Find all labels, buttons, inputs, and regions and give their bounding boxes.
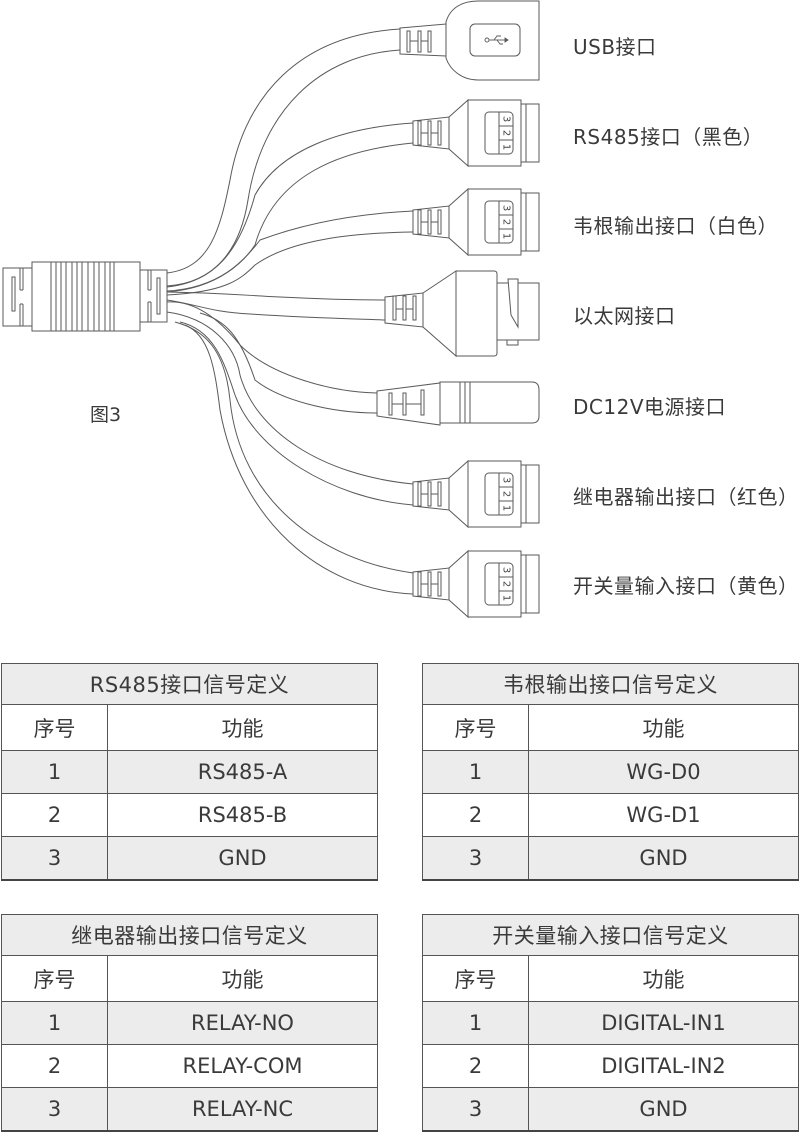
- port-label-usb: USB接口: [573, 35, 657, 59]
- pin-number: 1: [1, 750, 108, 794]
- pin-function: DIGITAL-IN1: [528, 1001, 799, 1045]
- pin-number: 1: [422, 750, 529, 794]
- table-row: 3 RELAY-NC: [1, 1087, 378, 1132]
- table-row: 2 RELAY-COM: [1, 1044, 378, 1088]
- port-label-relay: 继电器输出接口（红色）: [573, 485, 799, 509]
- table-row: 3 GND: [422, 836, 799, 881]
- pin-number: 1: [1, 1001, 108, 1045]
- table-row: 1 RS485-A: [1, 750, 378, 794]
- column-header-function: 功能: [107, 955, 378, 1002]
- pin-number-label: 1: [501, 144, 512, 150]
- table-row: 3 GND: [1, 836, 378, 881]
- pin-number-label: 3: [501, 477, 512, 483]
- cable-ethernet: [166, 291, 386, 321]
- pin-function: RELAY-NO: [107, 1001, 378, 1045]
- table-row: 2 RS485-B: [1, 793, 378, 837]
- table-row: 1 WG-D0: [422, 750, 799, 794]
- cable-diagram: 3 2 1 3 2 1 3 2 1 3 2 1: [2, 0, 540, 619]
- pin-number-label: 3: [501, 116, 512, 122]
- pin-number-label: 3: [501, 567, 512, 573]
- relay-terminal-connector: 3 2 1: [412, 459, 540, 529]
- pin-number-label: 1: [501, 233, 512, 239]
- pin-number-label: 1: [501, 595, 512, 601]
- pin-number: 3: [1, 836, 108, 881]
- rs485-signal-table: RS485接口信号定义 序号 功能 1 RS485-A 2 RS485-B 3 …: [1, 663, 378, 881]
- port-label-ethernet: 以太网接口: [573, 304, 676, 328]
- pin-function: RS485-A: [107, 750, 378, 794]
- rs485-terminal-connector: 3 2 1: [412, 98, 540, 168]
- table-title: 开关量输入接口信号定义: [422, 914, 799, 956]
- cable-dc12v: [166, 301, 378, 414]
- relay-signal-table: 继电器输出接口信号定义 序号 功能 1 RELAY-NO 2 RELAY-COM…: [1, 914, 378, 1132]
- pin-number: 2: [1, 793, 108, 837]
- pin-number-label: 2: [501, 219, 512, 225]
- digital-input-signal-table: 开关量输入接口信号定义 序号 功能 1 DIGITAL-IN1 2 DIGITA…: [422, 914, 799, 1132]
- pin-number: 1: [422, 1001, 529, 1045]
- pin-number-label: 3: [501, 205, 512, 211]
- cable-rs485: [166, 122, 414, 293]
- pin-number: 2: [1, 1044, 108, 1088]
- column-header-function: 功能: [528, 955, 799, 1002]
- table-row: 1 RELAY-NO: [1, 1001, 378, 1045]
- usb-connector: [399, 0, 540, 81]
- table-row: 2 WG-D1: [422, 793, 799, 837]
- table-row: 3 GND: [422, 1087, 799, 1132]
- column-header-function: 功能: [528, 704, 799, 751]
- table-row: 2 DIGITAL-IN2: [422, 1044, 799, 1088]
- pin-function: DIGITAL-IN2: [528, 1044, 799, 1088]
- cable-relay: [166, 311, 414, 506]
- column-header-index: 序号: [422, 704, 529, 751]
- pin-function: RELAY-COM: [107, 1044, 378, 1088]
- pin-function: RELAY-NC: [107, 1087, 378, 1132]
- usb-icon: [484, 35, 509, 45]
- pin-number: 2: [422, 793, 529, 837]
- pin-function: RS485-B: [107, 793, 378, 837]
- cable-wiegand: [166, 210, 414, 296]
- column-header-index: 序号: [422, 955, 529, 1002]
- pin-function: WG-D1: [528, 793, 799, 837]
- main-connector: [2, 261, 168, 332]
- pin-function: GND: [528, 836, 799, 881]
- table-title: RS485接口信号定义: [1, 663, 378, 705]
- port-label-rs485: RS485接口（黑色）: [573, 125, 764, 149]
- column-header-index: 序号: [1, 955, 108, 1002]
- pin-number: 3: [422, 1087, 529, 1132]
- pin-number-label: 2: [501, 581, 512, 587]
- pin-number: 2: [422, 1044, 529, 1088]
- wiegand-signal-table: 韦根输出接口信号定义 序号 功能 1 WG-D0 2 WG-D1 3 GND: [422, 663, 799, 881]
- cable-usb: [166, 28, 401, 288]
- pin-number-label: 1: [501, 505, 512, 511]
- port-label-wiegand: 韦根输出接口（白色）: [573, 214, 778, 238]
- port-label-digital-in: 开关量输入接口（黄色）: [573, 574, 799, 598]
- wiegand-terminal-connector: 3 2 1: [412, 187, 540, 257]
- column-header-index: 序号: [1, 704, 108, 751]
- pin-function: GND: [528, 1087, 799, 1132]
- pin-function: GND: [107, 836, 378, 881]
- pin-function: WG-D0: [528, 750, 799, 794]
- pin-number: 3: [1, 1087, 108, 1132]
- cable-digital-in: [174, 321, 414, 595]
- pin-number-label: 2: [501, 491, 512, 497]
- ethernet-connector: [384, 270, 540, 358]
- digital-in-terminal-connector: 3 2 1: [412, 549, 540, 619]
- table-row: 1 DIGITAL-IN1: [422, 1001, 799, 1045]
- table-title: 韦根输出接口信号定义: [422, 663, 799, 705]
- pin-number: 3: [422, 836, 529, 881]
- port-label-dc12v: DC12V电源接口: [573, 395, 726, 419]
- pin-number-label: 2: [501, 130, 512, 136]
- dc-barrel-connector: [376, 381, 540, 426]
- figure-label: 图3: [90, 404, 122, 426]
- column-header-function: 功能: [107, 704, 378, 751]
- table-title: 继电器输出接口信号定义: [1, 914, 378, 956]
